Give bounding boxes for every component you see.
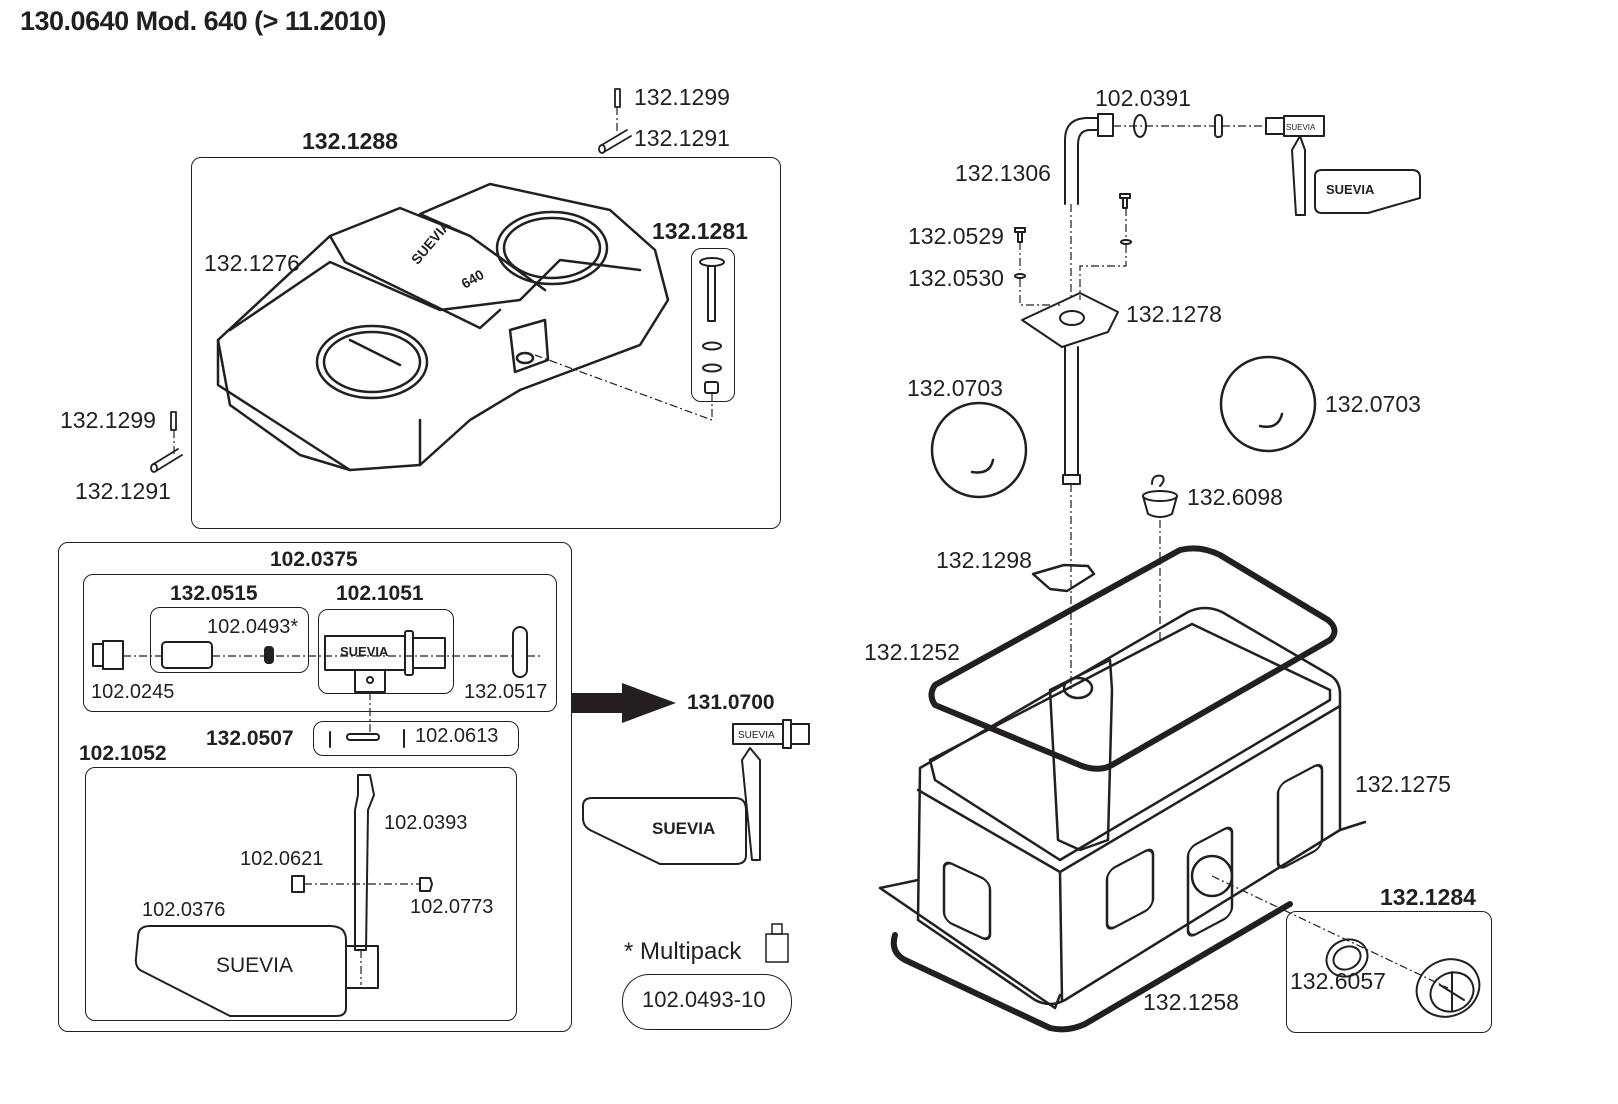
top-valve-suevia: SUEVIA xyxy=(1286,123,1316,132)
label-insulation-disc-right: 132.0703 xyxy=(1325,391,1421,417)
label-split-pin: 102.0613 xyxy=(415,725,499,747)
trough-drawing xyxy=(878,606,1367,1010)
base-seal-drawing xyxy=(890,901,1293,1033)
page-title: 130.0640 Mod. 640 (> 11.2010) xyxy=(20,6,387,36)
label-washer: 132.0530 xyxy=(908,265,1004,291)
label-base-seal: 132.1258 xyxy=(1143,989,1239,1015)
label-gasket-small: 132.1298 xyxy=(936,547,1032,573)
float-suevia-large: SUEVIA xyxy=(652,819,715,838)
label-valve-body: 102.1051 xyxy=(336,582,424,605)
complete-valve-suevia: SUEVIA xyxy=(738,730,775,741)
label-gasket-large: 132.1252 xyxy=(864,639,960,665)
label-knurled-nut: 102.0621 xyxy=(240,848,324,870)
drain-plug-drawing xyxy=(1142,474,1178,518)
multipack-code: 102.0493-10 xyxy=(642,987,766,1012)
nozzle-set-box xyxy=(150,607,309,673)
label-pin-left: 132.1299 xyxy=(60,407,156,433)
label-complete-valve: 131.0700 xyxy=(687,691,775,714)
label-pin-set: 132.0507 xyxy=(206,727,294,750)
multipack-label: * Multipack xyxy=(624,938,742,965)
float-assembly-box xyxy=(85,767,517,1021)
bolt-kit-box xyxy=(691,248,735,402)
complete-valve-drawing xyxy=(582,719,810,865)
valve-assembly-inner-box xyxy=(83,574,557,712)
label-drain-kit: 132.1284 xyxy=(1380,884,1476,910)
label-seal: 102.0391 xyxy=(1095,85,1191,111)
label-valve-assembly: 102.0375 xyxy=(270,548,358,571)
label-bracket: 132.1278 xyxy=(1126,301,1222,327)
lid-assembly-box xyxy=(191,157,781,529)
label-lid-cover: 132.1276 xyxy=(204,250,300,276)
label-float: 102.0376 xyxy=(142,899,226,921)
top-float-suevia: SUEVIA xyxy=(1326,182,1375,197)
label-drain-ring: 132.6057 xyxy=(1290,968,1386,994)
label-lid-assembly: 132.1288 xyxy=(302,128,398,154)
drain-kit-drawing xyxy=(1325,938,1481,1018)
label-rivet: 102.0773 xyxy=(410,896,494,918)
gasket-large-drawing xyxy=(928,545,1338,772)
valve-assembly-outer-box xyxy=(58,542,572,1032)
label-sleeve-top: 132.1291 xyxy=(634,125,730,151)
multipack-code-box xyxy=(622,974,792,1030)
gasket-small-drawing xyxy=(1031,563,1096,593)
lid-suevia-mark: SUEVIA xyxy=(408,217,454,267)
label-insert-star: 102.0493* xyxy=(207,616,299,638)
float-suevia: SUEVIA xyxy=(216,954,293,977)
label-pin-top: 132.1299 xyxy=(634,84,730,110)
label-nozzle-set: 132.0515 xyxy=(170,582,258,605)
hose-assembly-drawing xyxy=(1014,113,1421,485)
label-drain-plug: 132.6098 xyxy=(1187,484,1283,510)
valve-body-box xyxy=(318,609,454,694)
bolt-kit-drawing xyxy=(699,257,725,394)
multipack-icon xyxy=(765,923,789,963)
label-insulation-disc-left: 132.0703 xyxy=(907,375,1003,401)
pin-set-box xyxy=(313,721,519,756)
lid-model-mark: 640 xyxy=(458,266,486,292)
label-nut: 132.0517 xyxy=(464,681,548,703)
label-screw: 132.0529 xyxy=(908,223,1004,249)
label-bolt-kit: 132.1281 xyxy=(652,218,748,244)
label-hose: 132.1306 xyxy=(955,160,1051,186)
valve-body-suevia: SUEVIA xyxy=(340,644,389,659)
label-sleeve-left: 132.1291 xyxy=(75,478,171,504)
insulation-discs-drawing xyxy=(930,355,1317,499)
drain-kit-box xyxy=(1286,911,1492,1033)
label-lever: 102.0393 xyxy=(384,812,468,834)
lid-cover-drawing xyxy=(216,182,670,472)
label-trough: 132.1275 xyxy=(1355,771,1451,797)
arrow-to-complete-valve xyxy=(572,683,676,723)
valve-parts-drawing xyxy=(92,626,528,748)
label-plug: 102.0245 xyxy=(91,681,175,703)
label-float-assembly: 102.1052 xyxy=(79,742,167,765)
